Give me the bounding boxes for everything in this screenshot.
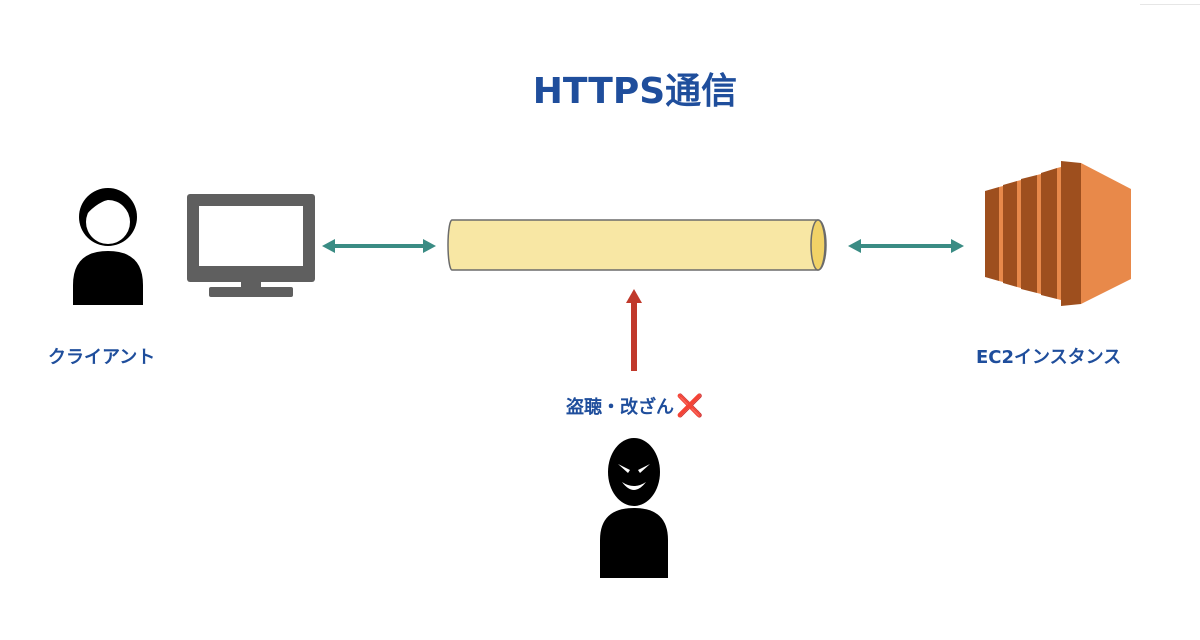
tunnel-server-arrow: [848, 239, 964, 253]
client-label: クライアント: [48, 347, 156, 368]
attack-arrow: [626, 289, 642, 371]
attack-label-text: 盗聴・改ざん: [566, 397, 674, 418]
diagram-title: HTTPS通信: [532, 71, 738, 112]
client-tunnel-arrow: [322, 239, 436, 253]
corner-border: [1140, 0, 1200, 5]
person-icon: [73, 188, 143, 305]
server-label: EC2インスタンス: [976, 347, 1122, 368]
tunnel-cylinder: [447, 219, 827, 271]
hacker-icon: [600, 438, 668, 578]
monitor-icon: [187, 194, 315, 297]
ec2-icon: [985, 161, 1131, 306]
attack-label: 盗聴・改ざん❌: [566, 393, 703, 419]
cross-icon: ❌: [676, 394, 704, 419]
